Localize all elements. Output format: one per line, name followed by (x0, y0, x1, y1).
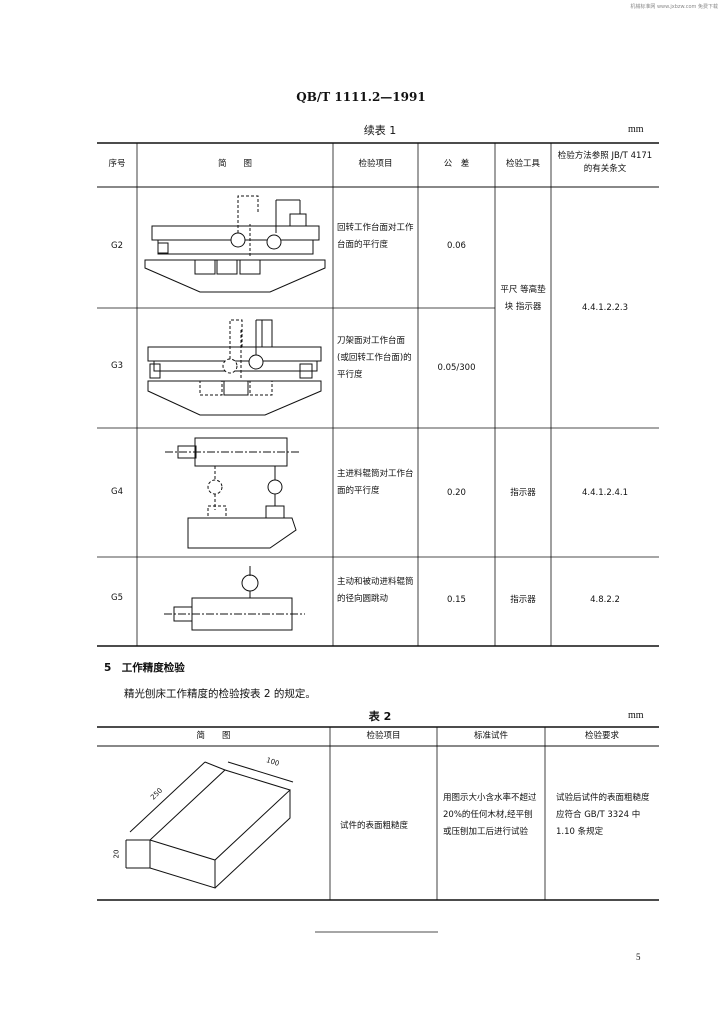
g5-method: 4.8.2.2 (590, 595, 620, 605)
table1-caption: 续表 1 (363, 124, 397, 137)
g4-figure (165, 437, 300, 549)
section5-heading: 5 工作精度检验 (104, 662, 185, 674)
t2-header-figure: 简 图 (196, 731, 231, 741)
g2-figure (144, 195, 326, 293)
g4-method: 4.4.1.2.4.1 (582, 488, 628, 498)
g5-item: 主动和被动进料辊筒的径向圆跳动 (337, 577, 414, 604)
dim-height: 20 (112, 849, 121, 859)
t1-header-tolerance: 公 差 (443, 159, 470, 169)
table1-unit: mm (628, 124, 644, 135)
t1-header-no: 序号 (108, 159, 126, 169)
t1-header-tool: 检验工具 (505, 159, 540, 169)
t2-header-item: 检验项目 (366, 731, 401, 741)
g5-tolerance: 0.15 (447, 595, 466, 605)
t2-specimen: 用图示大小含水率不超过 20%的任何木材,经平刨或压刨加工后进行试验 (443, 793, 537, 837)
t1-header-method: 检验方法参照 JB/T 4171 的有关条文 (557, 151, 653, 174)
specimen-figure (125, 761, 294, 889)
t2-item: 试件的表面粗糙度 (340, 821, 409, 831)
g4-tolerance: 0.20 (447, 488, 466, 498)
g2-no: G2 (111, 241, 123, 251)
g3-figure (147, 319, 322, 416)
section5-text: 精光刨床工作精度的检验按表 2 的规定。 (124, 688, 316, 700)
t2-requirement: 试验后试件的表面粗糙度应符合 GB/T 3324 中 1.10 条规定 (556, 793, 650, 837)
g4-no: G4 (111, 487, 123, 497)
table2-unit: mm (628, 710, 644, 721)
g4-tool: 指示器 (510, 488, 536, 498)
standard-number: QB/T 1111.2—1991 (296, 90, 426, 104)
g2-item: 回转工作台面对工作台面的平行度 (337, 223, 414, 250)
g5-no: G5 (111, 593, 123, 603)
t2-header-specimen: 标准试件 (473, 731, 508, 741)
corner-watermark: 机械标准网 www.jxbzw.com 免费下载 (630, 4, 718, 10)
g3-no: G3 (111, 361, 123, 371)
g3-tolerance: 0.05/300 (437, 363, 476, 373)
merged-tool: 平尺 等高垫块 指示器 (500, 285, 546, 312)
g5-figure (164, 566, 305, 631)
table2-caption: 表 2 (368, 710, 392, 723)
g2-tolerance: 0.06 (447, 241, 466, 251)
t2-header-requirement: 检验要求 (584, 731, 619, 741)
g3-item: 刀架面对工作台面(或回转工作台面)的平行度 (337, 336, 412, 380)
g5-tool: 指示器 (510, 595, 536, 605)
t1-header-item: 检验项目 (358, 159, 393, 169)
g4-item: 主进料辊筒对工作台面的平行度 (337, 469, 414, 496)
merged-method: 4.4.1.2.2.3 (582, 303, 628, 313)
page-number: 5 (636, 952, 641, 962)
t1-header-figure: 简 图 (217, 159, 252, 169)
